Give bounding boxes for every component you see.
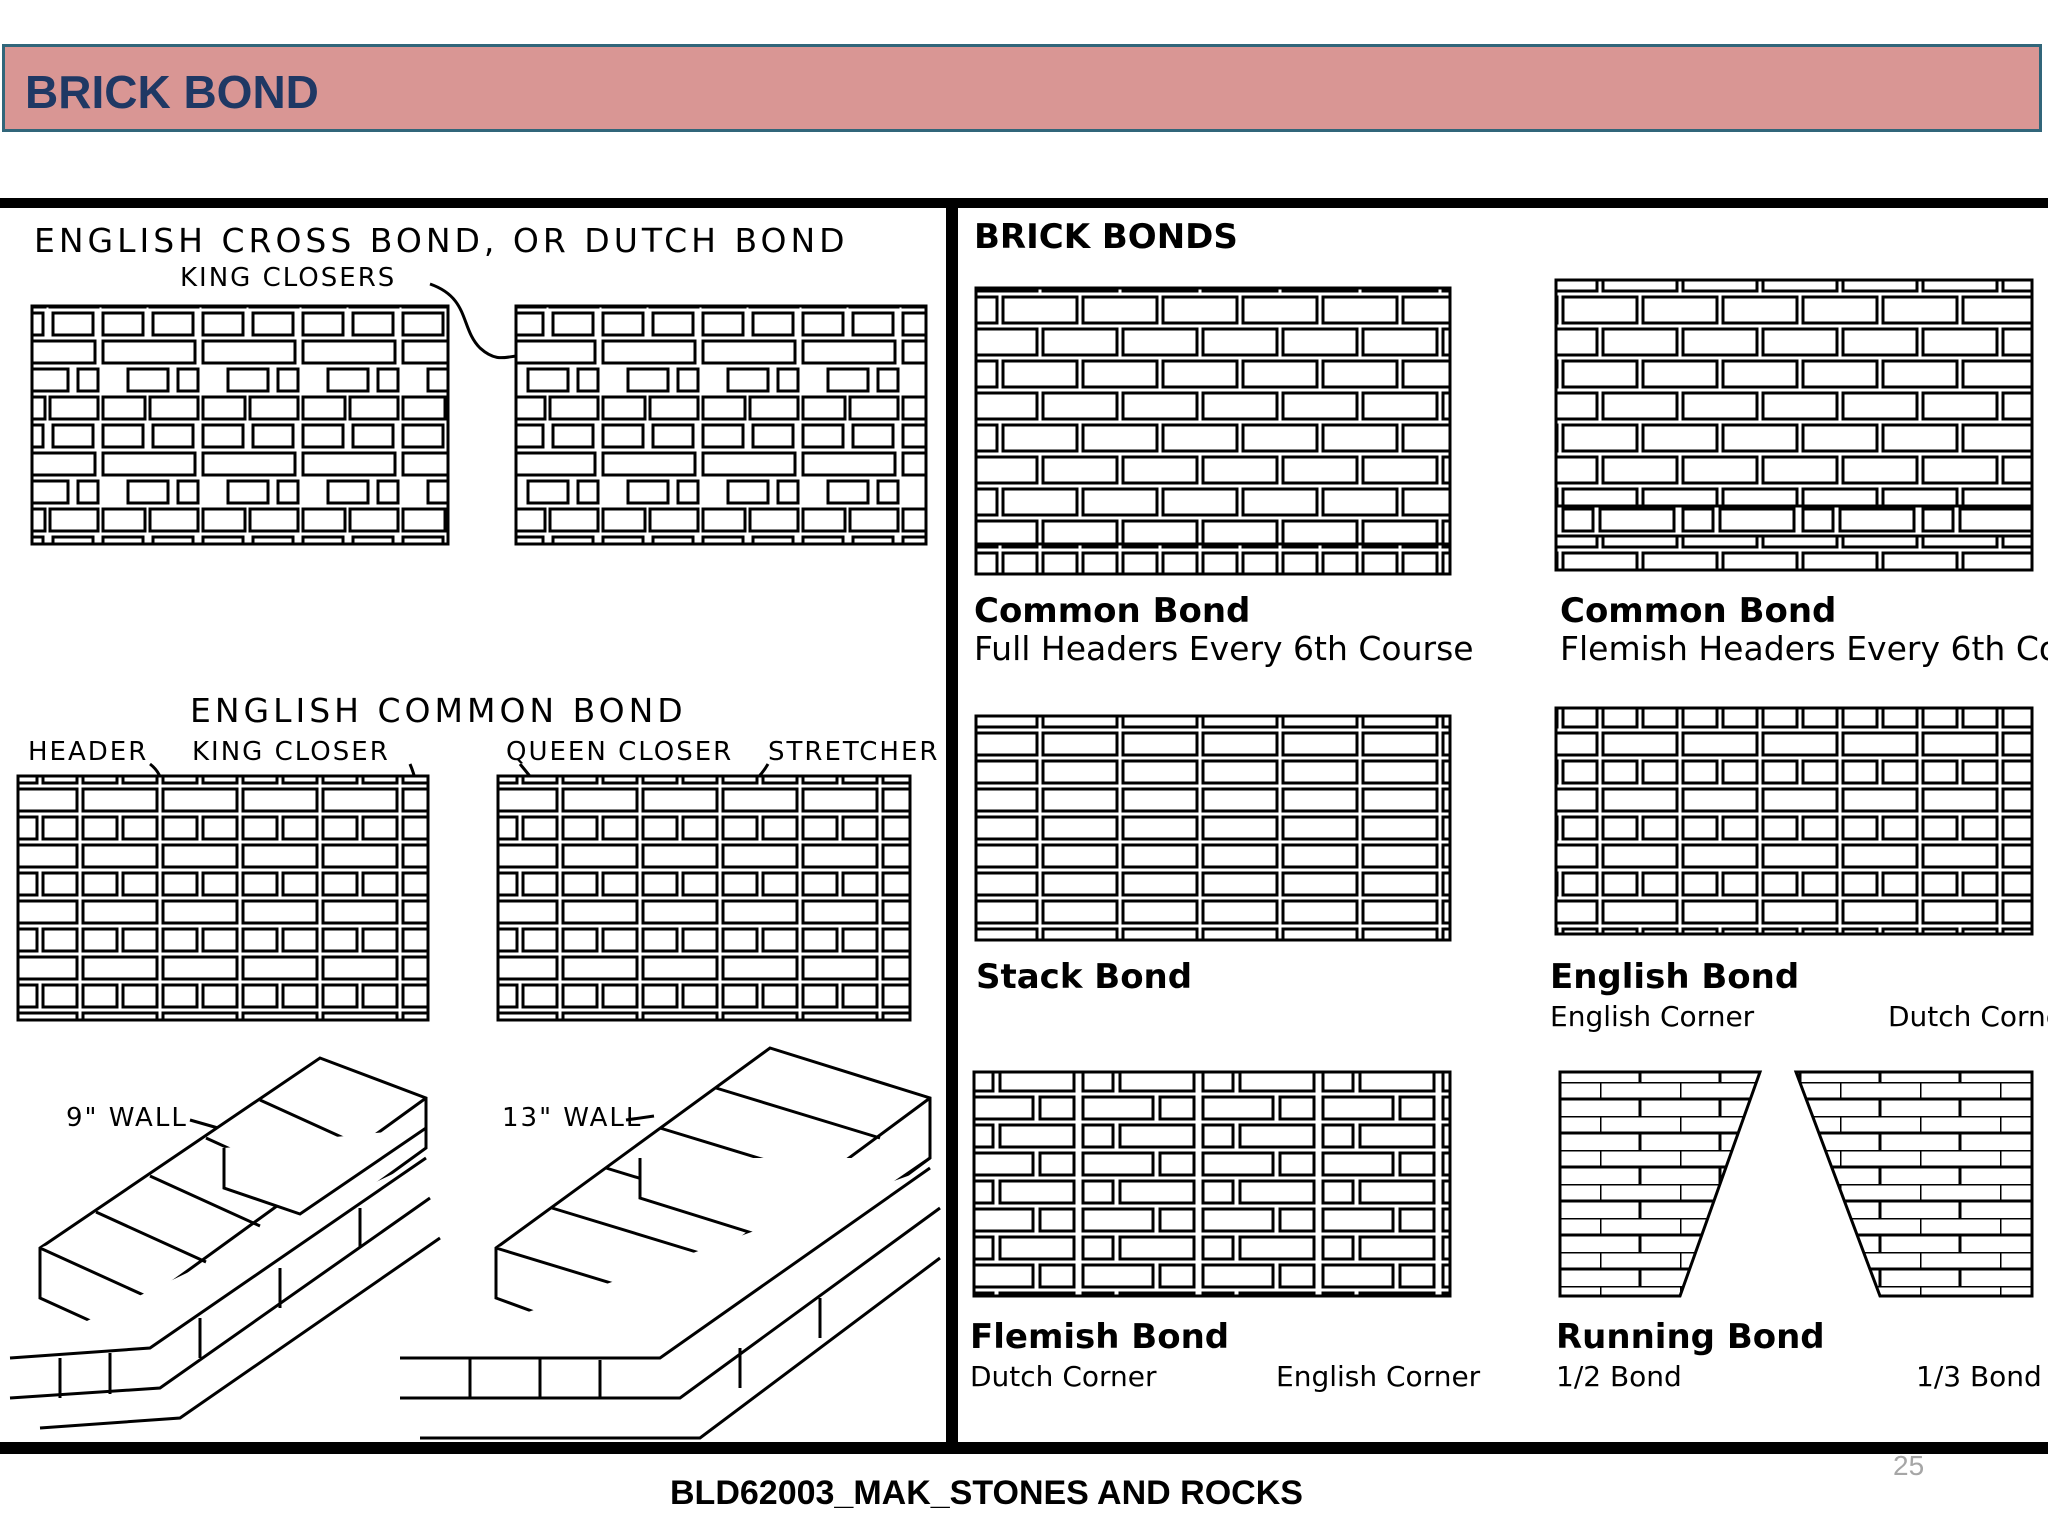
common-bond-full-headers-diagram — [974, 286, 1452, 576]
wall-13-inch-drawing — [400, 1046, 941, 1440]
label-stretcher: STRETCHER — [768, 737, 939, 767]
running-bond-diagram — [1558, 1070, 2034, 1298]
panel-5-note-left: Dutch Corner — [970, 1360, 1157, 1393]
center-divider — [946, 198, 958, 1454]
panel-2-subtitle: Flemish Headers Every 6th Course — [1560, 629, 2048, 668]
english-common-bond-wall-left — [16, 774, 430, 1022]
english-cross-bond-wall-left — [30, 304, 450, 546]
panel-3-title: Stack Bond — [976, 957, 1192, 997]
label-9-inch-wall: 9" WALL — [66, 1103, 188, 1133]
common-bond-flemish-headers-diagram — [1554, 278, 2034, 572]
label-13-inch-wall: 13" WALL — [502, 1103, 642, 1133]
panel-4-note-left: English Corner — [1550, 1000, 1755, 1033]
panel-4-title: English Bond — [1550, 957, 1799, 997]
wall-9-arrow — [189, 1118, 219, 1130]
label-queen-closer: QUEEN CLOSER — [506, 737, 733, 767]
stack-bond-diagram — [974, 714, 1452, 942]
slide-title: BRICK BOND — [25, 66, 319, 118]
bottom-border — [0, 1442, 2048, 1454]
page-number: 25 — [1893, 1450, 1925, 1481]
flemish-bond-diagram — [972, 1070, 1452, 1298]
panel-6-note-right: 1/3 Bond — [1916, 1360, 2042, 1393]
king-closers-arrow — [429, 282, 529, 360]
label-king-closers: KING CLOSERS — [180, 263, 396, 293]
label-english-cross-bond: ENGLISH CROSS BOND, OR DUTCH BOND — [34, 221, 849, 260]
label-king-closer: KING CLOSER — [192, 737, 390, 767]
panel-6-note-left: 1/2 Bond — [1556, 1360, 1682, 1393]
footer-course-code: BLD62003_MAK_STONES AND ROCKS — [670, 1474, 1303, 1512]
title-bar: BRICK BOND — [2, 44, 2042, 132]
panel-2-title: Common Bond — [1560, 591, 1836, 631]
panel-4-note-right: Dutch Corner — [1888, 1000, 2048, 1033]
english-bond-diagram — [1554, 706, 2034, 936]
panel-5-note-right: English Corner — [1276, 1360, 1481, 1393]
label-english-common-bond: ENGLISH COMMON BOND — [190, 691, 687, 730]
english-cross-bond-wall-right — [514, 304, 928, 546]
wall-9-inch-drawing — [9, 1056, 441, 1430]
wall-13-arrow — [625, 1114, 655, 1122]
panel-6-title: Running Bond — [1556, 1317, 1825, 1357]
panel-5-title: Flemish Bond — [970, 1317, 1229, 1357]
heading-brick-bonds: BRICK BONDS — [974, 217, 1238, 257]
label-header: HEADER — [28, 737, 148, 767]
top-border — [0, 198, 2048, 208]
english-common-bond-wall-right — [496, 774, 912, 1022]
brick-bond-figure: ENGLISH CROSS BOND, OR DUTCH BOND KING C… — [0, 198, 2048, 1454]
panel-1-subtitle: Full Headers Every 6th Course — [974, 629, 1474, 668]
panel-1-title: Common Bond — [974, 591, 1250, 631]
